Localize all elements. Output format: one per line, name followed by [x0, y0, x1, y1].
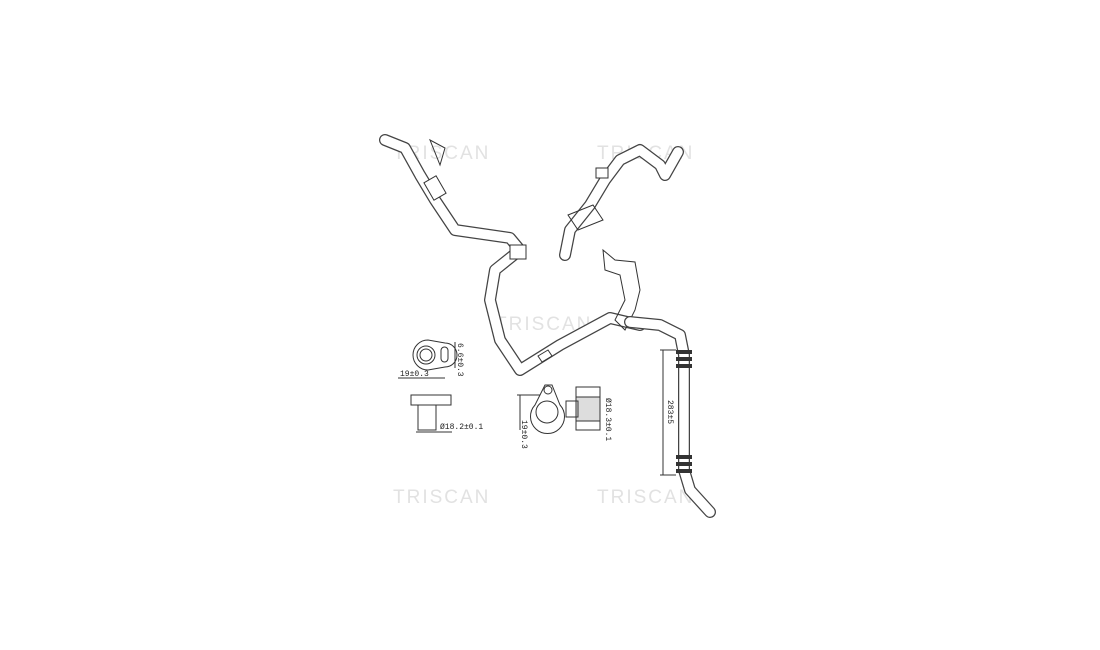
watermark-bottom-left: TRISCAN [393, 487, 490, 508]
watermark-bottom-right: TRISCAN [597, 487, 694, 508]
hose-length-dimension: 283±5 [665, 400, 674, 424]
flange-width-dimension: 19±0.3 [400, 370, 429, 379]
flange-slot-dimension: 6.6±0.3 [455, 343, 464, 377]
clamp-height-dimension: 19±0.3 [519, 420, 528, 449]
hose-left-section [379, 134, 646, 376]
clamp-detail: 19±0.3 Ø18.3±0.1 [517, 384, 612, 449]
fitting-diameter-dimension: Ø18.2±0.1 [440, 423, 483, 432]
fitting-detail: Ø18.2±0.1 [410, 394, 483, 433]
flange-detail: 6.6±0.3 19±0.3 [398, 339, 464, 379]
clamp-diameter-dimension: Ø18.3±0.1 [603, 398, 612, 441]
hose-top-right-section [559, 144, 684, 261]
hose-right-section: 283±5 [602, 248, 716, 518]
watermark-center: TRISCAN [495, 314, 592, 335]
